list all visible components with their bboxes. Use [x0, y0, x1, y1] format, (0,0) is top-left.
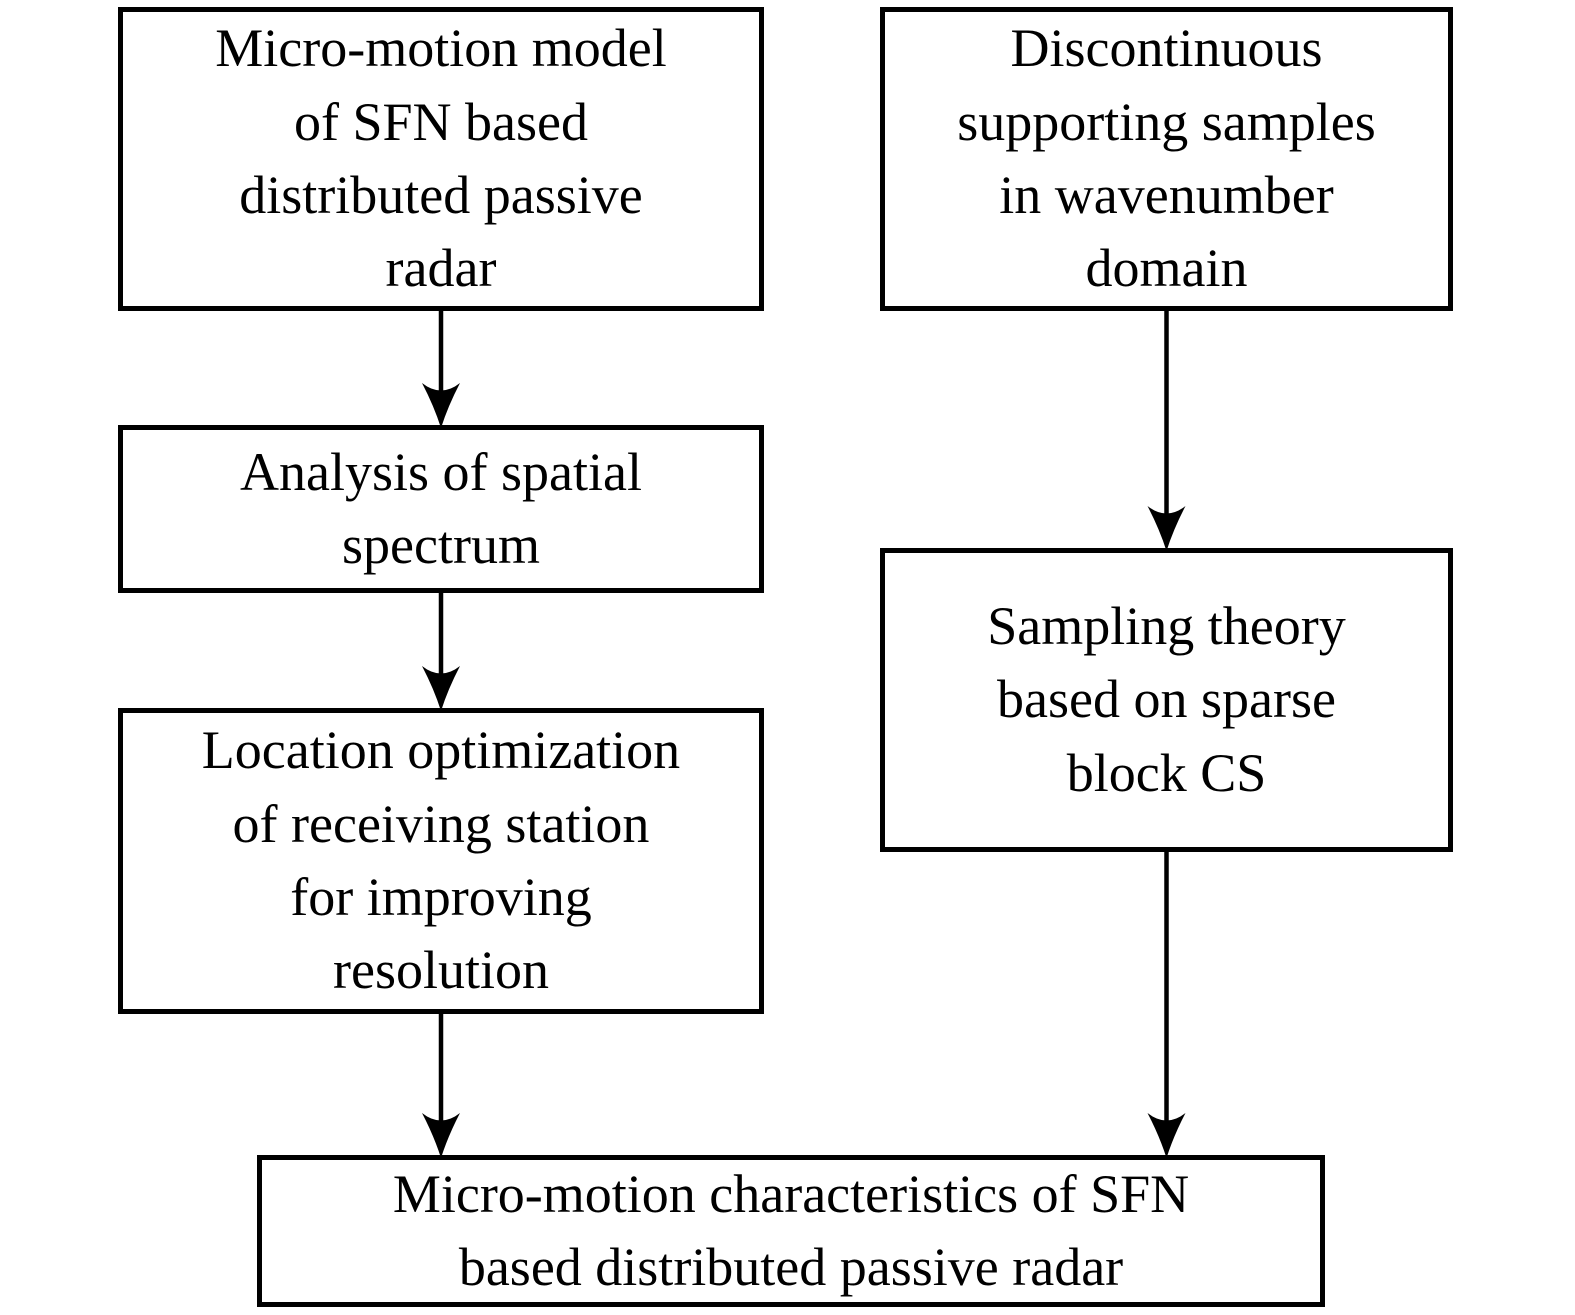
node-sparse-block-cs-sampling-label: Sampling theory based on sparse block CS	[987, 595, 1346, 803]
node-discontinuous-samples: Discontinuous supporting samples in wave…	[880, 7, 1453, 311]
arrowhead-icon	[422, 383, 460, 428]
arrowhead-icon	[1147, 506, 1186, 551]
node-micro-motion-characteristics: Micro-motion characteristics of SFN base…	[257, 1155, 1325, 1307]
node-spatial-spectrum-analysis-label: Analysis of spatial spectrum	[240, 441, 642, 575]
node-micro-motion-model-label: Micro-motion model of SFN based distribu…	[215, 18, 667, 299]
node-micro-motion-model: Micro-motion model of SFN based distribu…	[118, 7, 764, 311]
node-micro-motion-characteristics-label: Micro-motion characteristics of SFN base…	[392, 1163, 1190, 1297]
node-location-optimization: Location optimization of receiving stati…	[118, 708, 764, 1014]
arrowhead-icon	[422, 666, 460, 711]
node-location-optimization-label: Location optimization of receiving stati…	[201, 720, 681, 1001]
node-discontinuous-samples-label: Discontinuous supporting samples in wave…	[957, 18, 1376, 299]
arrowhead-icon	[422, 1113, 460, 1158]
node-sparse-block-cs-sampling: Sampling theory based on sparse block CS	[880, 548, 1453, 852]
node-spatial-spectrum-analysis: Analysis of spatial spectrum	[118, 425, 764, 593]
arrowhead-icon	[1147, 1113, 1186, 1158]
